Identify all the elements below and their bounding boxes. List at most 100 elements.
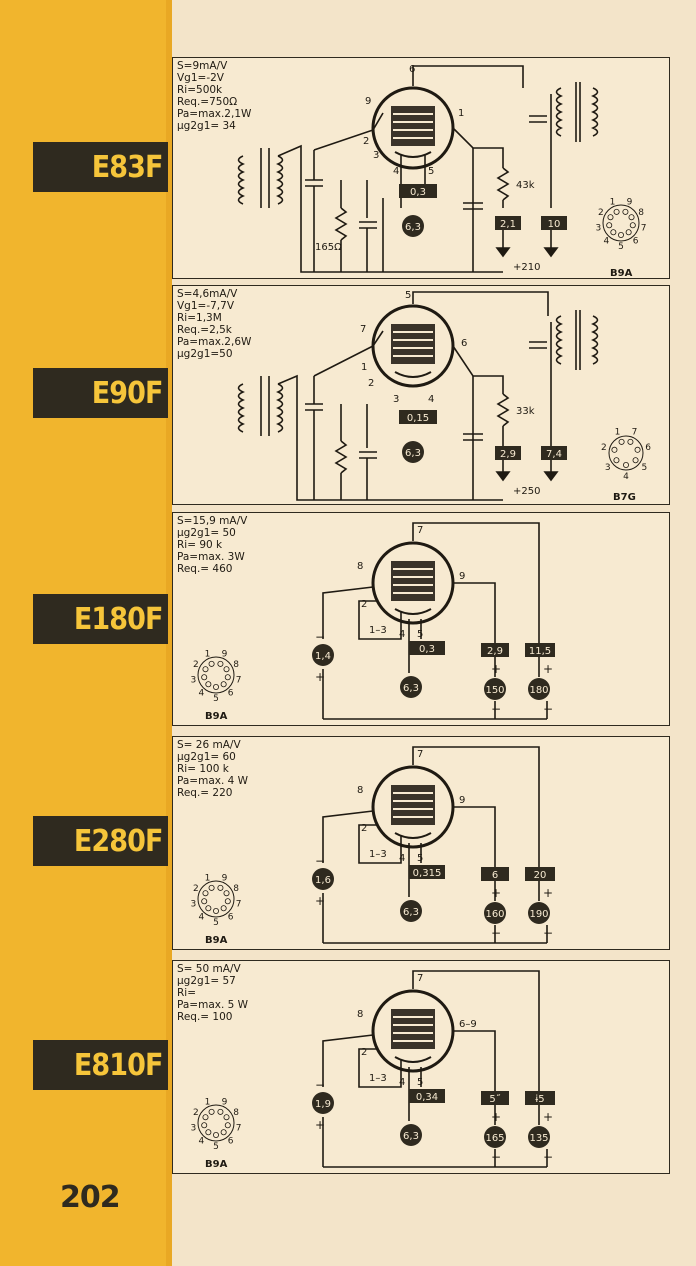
base-type: B9A [205, 1159, 228, 1170]
socket-pin-number: 1 [205, 650, 211, 660]
minus-sign: − [491, 1150, 501, 1164]
plus-sign: + [491, 886, 501, 900]
socket-pin-number: 1 [205, 1098, 211, 1108]
spec-line: Ri= 90 k [177, 539, 223, 551]
pin-label: 7 [360, 324, 366, 335]
socket-pin-number: 9 [222, 650, 228, 660]
pin-label: 5 [417, 853, 423, 864]
socket-pin-number: 1 [615, 428, 621, 438]
socket-pin-number: 6 [228, 689, 234, 699]
socket-pin-hole [208, 660, 215, 667]
socket-pin-number: 3 [191, 899, 197, 909]
resistor-value: 33k [516, 406, 535, 417]
current-box: 10 [548, 219, 561, 230]
anode-current: 20 [534, 870, 547, 881]
pin-label: 5 [417, 1077, 423, 1088]
spec-line: µg2g1=50 [177, 348, 233, 360]
schematic-e90f: 5 7 1 2 3 4 6 33k +250 B7G 0,15 6,3 2,9 … [237, 290, 651, 503]
heater-voltage: 6,3 [403, 907, 419, 918]
socket-pin-hole [617, 231, 624, 238]
socket-pin-hole [618, 438, 625, 445]
anode-voltage: 135 [529, 1133, 548, 1144]
socket-pin-hole [613, 208, 620, 215]
pin-label: 6 [409, 64, 415, 75]
socket-pin-hole [201, 1122, 208, 1129]
spec-line: Ri= 100 k [177, 763, 229, 775]
schematic: 7 8 2 1–3 4 5 9 − + + − + − B9A 0,3 6,3 … [191, 522, 555, 722]
socket-pin-hole [201, 674, 208, 681]
socket-pin-number: 2 [598, 208, 604, 218]
socket-pin-hole [224, 674, 231, 681]
socket-pin-number: 7 [641, 223, 647, 233]
socket-pin-number: 2 [193, 884, 199, 894]
socket-pin-number: 2 [193, 1108, 199, 1118]
socket-pin-hole [213, 683, 220, 690]
pin-label: 7 [417, 525, 423, 536]
socket-pin-hole [629, 222, 636, 229]
heater-current: 0,3 [419, 644, 435, 655]
socket-pin-hole [208, 884, 215, 891]
socket-pin-number: 3 [605, 463, 611, 473]
socket-pin-number: 7 [236, 899, 242, 909]
socket-pin-hole [213, 1131, 220, 1138]
socket-pin-hole [205, 681, 212, 688]
pin-label: 8 [357, 785, 363, 796]
socket-pin-hole [220, 905, 227, 912]
socket-pin-number: 3 [191, 1123, 197, 1133]
pin-label: 1–3 [369, 849, 387, 860]
pin-label: 5 [417, 629, 423, 640]
socket-pin-hole [611, 446, 618, 453]
spec-line: Pa=max.2,1W [177, 108, 252, 120]
pin-label: 1–3 [369, 625, 387, 636]
socket-pin-hole [610, 229, 617, 236]
spec-line: Ri= [177, 987, 197, 999]
screen-current: 5˝ [489, 1093, 500, 1105]
plus-sign: + [491, 662, 501, 676]
spec-line: Ri=1,3M [177, 312, 222, 324]
spec-list: S=4,6mA/V Vg1=-7,7V Ri=1,3M Req.=2,5k Pa… [177, 288, 251, 360]
socket-pin-hole [625, 229, 632, 236]
socket-pin-hole [220, 681, 227, 688]
socket-pin-hole [217, 660, 224, 667]
socket-pin-number: 8 [233, 1108, 239, 1118]
pin-label: 4 [399, 629, 405, 640]
pin-label: 4 [393, 166, 399, 177]
heater-current: 0,3 [410, 187, 426, 198]
socket-pin-hole [202, 666, 209, 673]
pin-label: 7 [417, 973, 423, 984]
socket-pin-hole [213, 907, 220, 914]
socket-pin-hole [202, 890, 209, 897]
heater-voltage: 6,3 [405, 222, 421, 233]
spec-line: Pa=max. 5 W [177, 999, 249, 1011]
spec-line: S=15,9 mA/V [177, 515, 248, 527]
spec-line: Req.=750Ω [177, 96, 238, 108]
pin-label: 2 [368, 378, 374, 389]
pin-label: 5 [405, 290, 411, 301]
base-type: B9A [205, 711, 228, 722]
schematic: 7 8 2 1–3 4 5 6–9 − + + − + − B9A 0,34 6… [191, 970, 555, 1170]
spec-line: S= 50 mA/V [177, 963, 241, 975]
socket-pin-number: 1 [205, 874, 211, 884]
pin-label: 3 [373, 150, 379, 161]
socket-pin-number: 4 [198, 1137, 204, 1147]
spec-list: S=9mA/V Vg1=-2V Ri=500k Req.=750Ω Pa=max… [177, 60, 251, 132]
socket-pin-hole [223, 1114, 230, 1121]
socket-pin-number: 6 [228, 1137, 234, 1147]
pin-label: 2 [361, 1047, 367, 1058]
socket-pin-number: 3 [596, 223, 602, 233]
spec-line: Pa=max.2,6W [177, 336, 252, 348]
spec-line: Pa=max. 3W [177, 551, 245, 563]
socket-pin-hole [627, 438, 634, 445]
pin-label: 2 [361, 823, 367, 834]
spec-line: S=4,6mA/V [177, 288, 238, 300]
socket-pin-number: 8 [233, 884, 239, 894]
socket-pin-hole [613, 457, 620, 464]
screen-voltage: 160 [485, 909, 504, 920]
heater-current: 0,15 [407, 413, 429, 424]
minus-sign: − [315, 1078, 325, 1092]
pin-label: 2 [361, 599, 367, 610]
minus-sign: − [543, 926, 553, 940]
pin-label: 1–3 [369, 1073, 387, 1084]
socket-pin-number: 4 [623, 472, 629, 482]
plus-sign: + [315, 894, 325, 908]
